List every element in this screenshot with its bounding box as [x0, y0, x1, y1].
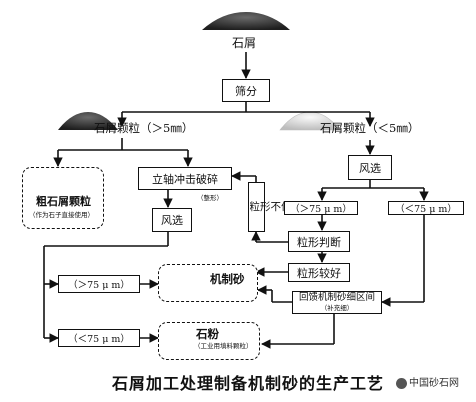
coarse-branch-label: 石屑颗粒（＞5㎜） — [94, 121, 194, 135]
lt75-left-box: （＜75 μ m） — [58, 329, 140, 347]
stone-powder-label: 石粉 — [196, 327, 219, 341]
gt75-right-box: （＞75 μ m） — [284, 201, 358, 215]
return-gradation-box: 回馈机制砂细区间 （补充细） — [292, 291, 382, 314]
gt75-left-box: （＞75 μ m） — [58, 275, 140, 293]
vsi-note: （整形） — [197, 194, 223, 202]
good-shape-box: 粒形较好 — [288, 263, 350, 282]
gt75-right-label: （＞75 μ m） — [290, 204, 352, 215]
vsi-crusher-label: 立轴冲击破碎 — [152, 172, 218, 186]
coarse-product-note: （作为石子直接使用） — [29, 211, 94, 219]
lt75-left-label: （＜75 μ m） — [68, 334, 130, 345]
lt75-right-label: （＜75 μ m） — [395, 204, 457, 215]
air-separation-left-label: 风选 — [161, 214, 183, 227]
air-separation-right-box: 风选 — [348, 155, 392, 180]
stone-chip-label: 石屑 — [232, 36, 257, 50]
shape-judge-label: 粒形判断 — [297, 235, 341, 249]
poor-shape-label: 粒形不佳 — [249, 201, 292, 213]
machine-sand-box — [158, 264, 258, 302]
air-separation-right-label: 风选 — [359, 161, 381, 175]
lt75-right-box: （＜75 μ m） — [388, 201, 464, 215]
watermark-icon — [396, 378, 407, 389]
fine-branch-label: 石屑颗粒（＜5㎜） — [320, 121, 420, 135]
sieve-label: 筛分 — [235, 84, 257, 98]
machine-sand-label: 机制砂 — [210, 272, 245, 286]
stone-powder-box — [158, 322, 260, 360]
shape-judge-box: 粒形判断 — [288, 231, 350, 252]
sieve-box: 筛分 — [222, 79, 270, 102]
poor-shape-box: 粒形不佳 — [248, 182, 292, 232]
gt75-left-label: （＞75 μ m） — [68, 280, 130, 291]
return-gradation-note: （补充细） — [320, 303, 354, 312]
air-separation-left-box: 风选 — [152, 208, 192, 232]
coarse-product-label: 粗石屑颗粒 — [36, 195, 91, 208]
return-gradation-label: 回馈机制砂细区间 — [298, 291, 375, 303]
good-shape-label: 粒形较好 — [297, 266, 341, 280]
stone-powder-note: （工业用填料颗粒） — [194, 342, 253, 350]
stone-chip-pile-image — [202, 12, 290, 30]
coarse-product-box — [22, 167, 104, 229]
vsi-crusher-box: 立轴冲击破碎 — [138, 167, 232, 190]
diagram-title: 石屑加工处理制备机制砂的生产工艺 — [112, 374, 385, 393]
watermark-text: 中国砂石网 — [409, 378, 459, 389]
watermark: 中国砂石网 — [396, 374, 459, 389]
coarse-chip-pile-image — [58, 112, 118, 130]
